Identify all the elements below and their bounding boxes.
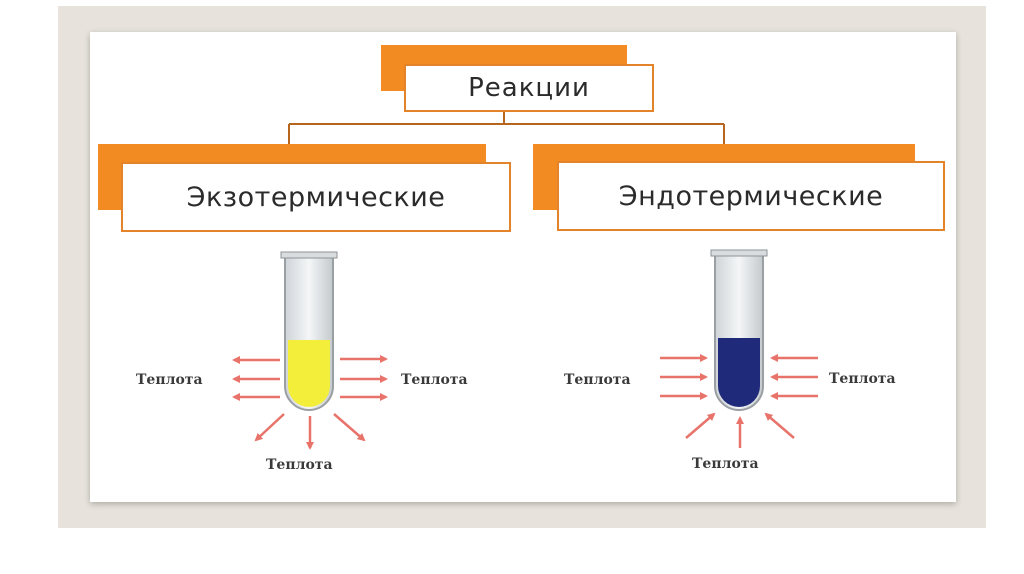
exo-heat-right-label: Теплота xyxy=(401,372,468,388)
exo-heat-left-label: Теплота xyxy=(136,372,203,388)
endo-category-label: Эндотермические xyxy=(619,181,883,212)
endo-heat-bottom-label: Теплота xyxy=(692,456,759,472)
endo-heat-right-label: Теплота xyxy=(829,371,896,387)
title-box: Реакции xyxy=(404,64,654,112)
endo-heat-left-label: Теплота xyxy=(564,372,631,388)
title-label: Реакции xyxy=(468,73,590,103)
exo-category-label: Экзотермические xyxy=(187,182,446,213)
endo-category-box: Эндотермические xyxy=(557,161,945,231)
exo-category-box: Экзотермические xyxy=(121,162,511,232)
exo-heat-bottom-label: Теплота xyxy=(266,457,333,473)
